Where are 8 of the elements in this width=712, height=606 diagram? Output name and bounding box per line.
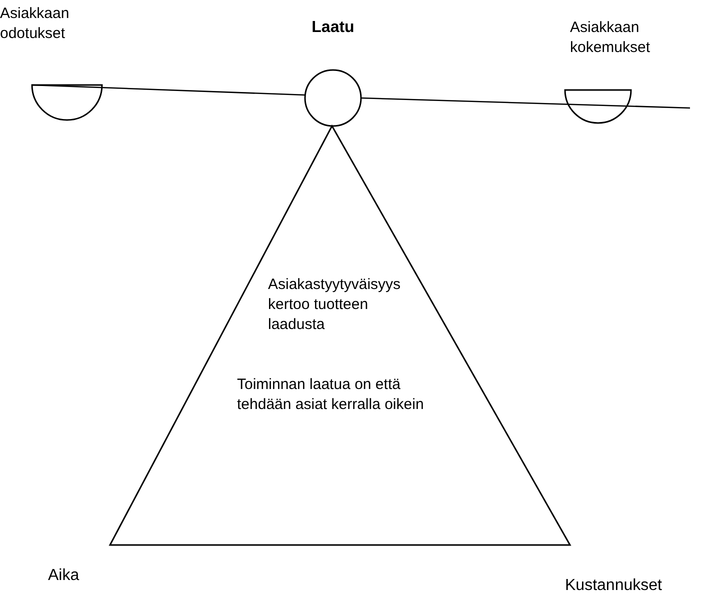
scale-title: Laatu — [310, 18, 356, 38]
corner-label: Kustannukset — [565, 576, 662, 596]
pan-label: Asiakkaan odotukset — [0, 4, 70, 44]
pan-label: Asiakkaan kokemukset — [570, 18, 652, 58]
triangle-text: Toiminnan laatua on että tehdään asiat kerralla oikein — [237, 375, 425, 415]
triangle-text: Asiakastyytyväisyys kertoo tuotteen laadusta — [268, 275, 402, 335]
scale-beam — [360, 97, 690, 109]
corner-label: Aika — [48, 566, 80, 586]
